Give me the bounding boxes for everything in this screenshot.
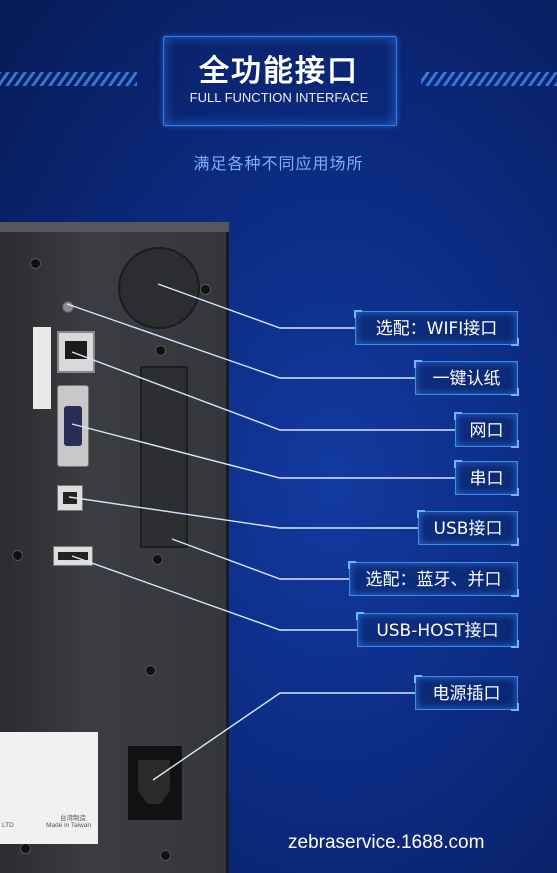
screw-icon (155, 345, 166, 356)
page-subtitle: FULL FUNCTION INTERFACE (189, 90, 369, 105)
screw-icon (12, 550, 23, 561)
leader-line-bluetooth (171, 538, 349, 580)
leader-line-usb-host (71, 555, 357, 631)
callout-usb-host: USB-HOST接口 (356, 612, 519, 648)
decor-stripes-right (421, 72, 557, 86)
callout-serial: 串口 (454, 460, 519, 496)
watermark: zebraservice.1688.com (288, 832, 485, 853)
label-ltd: LTD (2, 822, 14, 829)
leader-line-power (152, 692, 415, 781)
label-made-in: Made in Taiwan (46, 822, 92, 829)
title-frame (163, 36, 397, 126)
serial-port (57, 385, 89, 467)
callout-bluetooth-parallel: 选配：蓝牙、并口 (348, 561, 519, 597)
label-made-cn: 台湾制造 (60, 814, 86, 822)
screw-icon (200, 284, 211, 295)
screw-icon (152, 554, 163, 565)
tagline: 满足各种不同应用场所 (193, 154, 364, 173)
page-title: 全功能接口 (199, 54, 359, 89)
wifi-module-cover (118, 247, 200, 329)
decor-stripes-left (0, 72, 137, 86)
leader-line-network (71, 351, 455, 431)
leader-line-serial (71, 423, 455, 479)
ethernet-port (57, 331, 95, 373)
screw-icon (30, 258, 41, 269)
screw-icon (145, 665, 156, 676)
screw-icon (160, 850, 171, 861)
power-socket (126, 744, 184, 822)
leader-line-feed (66, 303, 415, 379)
rating-label (0, 732, 98, 844)
callout-power: 电源插口 (414, 675, 519, 711)
printer-top-edge (0, 222, 229, 232)
callout-usb: USB接口 (417, 510, 519, 546)
callout-network: 网口 (454, 412, 519, 448)
callout-feed-button: 一键认纸 (414, 360, 519, 396)
expansion-slot-cover (140, 366, 188, 548)
usb-b-port (57, 485, 83, 511)
feed-button (62, 301, 74, 313)
serial-sticker (33, 327, 51, 409)
callout-wifi: 选配：WIFI接口 (354, 310, 519, 346)
leader-line-usb (68, 496, 418, 529)
leader-line-wifi (157, 283, 355, 329)
